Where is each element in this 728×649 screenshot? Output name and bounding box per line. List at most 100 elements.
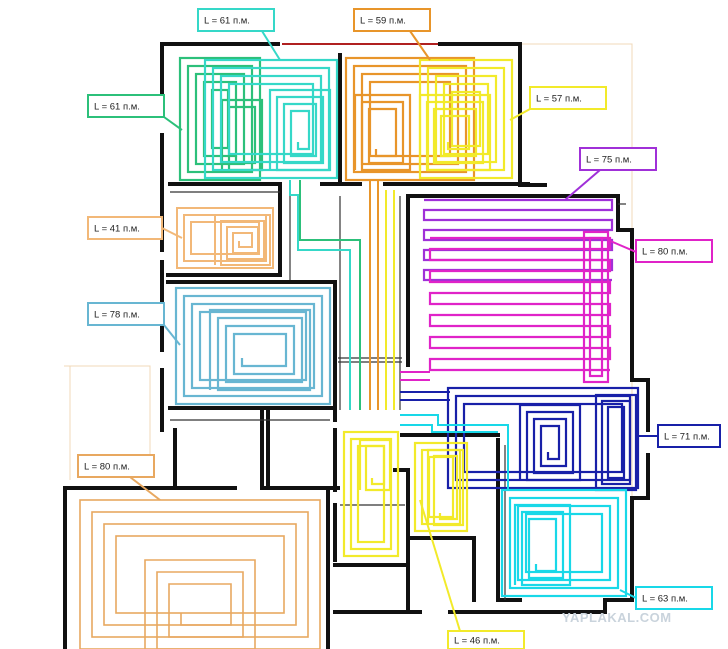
loop-length-label: L = 61 п.м. [94, 102, 140, 113]
callout-tan: L = 80 п.м. [77, 454, 161, 501]
loop-length-label: L = 61 п.м. [204, 16, 250, 27]
loop-pipe [446, 386, 640, 490]
callout-leader [419, 499, 461, 632]
loop-pipe [208, 308, 312, 392]
loop-teal [203, 58, 361, 410]
loop-pipe [194, 72, 246, 166]
loop-pipe [353, 93, 412, 172]
loop-pipe [203, 58, 339, 180]
callout-navy: L = 71 п.м. [638, 424, 721, 448]
callout-magenta: L = 80 п.м. [607, 239, 713, 263]
loop-pipe [115, 535, 285, 614]
loop-magenta [400, 230, 612, 384]
loop-pipe [358, 438, 392, 492]
loop-pipe [588, 236, 604, 378]
loop-pipe [418, 93, 492, 172]
callout-cyan: L = 63 п.м. [619, 586, 713, 610]
loop-length-label: L = 78 п.м. [94, 310, 140, 321]
callout-green: L = 61 п.м. [87, 94, 183, 131]
loop-pipe [198, 310, 308, 382]
loop-pipe [582, 230, 610, 384]
loop-pipe [103, 523, 297, 626]
loop-pipe [190, 302, 316, 390]
loop-pipe [508, 496, 620, 590]
loop-length-label: L = 57 п.м. [536, 94, 582, 105]
loop-length-label: L = 59 п.м. [360, 16, 406, 27]
feed-pipe [400, 424, 498, 433]
loop-pipe [344, 56, 476, 182]
callout-teal: L = 61 п.м. [197, 8, 281, 61]
callout-box [635, 239, 713, 263]
loop-pipe [462, 402, 624, 474]
callout-box [87, 216, 163, 240]
callout-box [77, 454, 155, 478]
callout-leader [409, 30, 431, 61]
loop-pipe [600, 399, 632, 486]
loop-length-label: L = 80 п.м. [84, 462, 130, 473]
loop-pipe [450, 90, 482, 148]
loop-length-label: L = 80 п.м. [642, 247, 688, 258]
loop-pipe [176, 207, 274, 269]
loop-pipe [513, 503, 572, 587]
loop-orange [344, 56, 476, 410]
loop-navy [400, 386, 640, 492]
callout-leader [163, 116, 183, 131]
loop-pipe [178, 56, 262, 182]
callout-box [657, 424, 721, 448]
callout-yellow: L = 57 п.м. [509, 86, 607, 121]
callout-leader [129, 476, 161, 501]
callout-orange: L = 59 п.м. [353, 8, 431, 61]
callout-box [529, 86, 607, 110]
loop-yellow2 [342, 430, 469, 558]
callout-blue: L = 78 п.м. [87, 302, 181, 346]
loop-pipe [182, 294, 324, 398]
feed-pipe [299, 180, 361, 410]
feed-pipe [289, 180, 351, 410]
callout-box [579, 147, 657, 171]
callout-box [87, 302, 165, 326]
loop-pipe [268, 88, 332, 172]
callout-box [353, 8, 431, 32]
callout-leader [619, 589, 637, 599]
loop-pipe [174, 286, 332, 406]
loop-pipe [500, 488, 628, 598]
loop-pipe [342, 430, 400, 558]
loop-pipe [413, 441, 469, 533]
loop-pipe [79, 499, 321, 649]
callout-leader [163, 324, 181, 346]
heating-loops [79, 56, 640, 649]
loop-length-label: L = 75 п.м. [586, 155, 632, 166]
loop-callouts: L = 61 п.м. L = 61 п.м. L = 59 п.м. L = 57 … [77, 8, 721, 649]
feed-pipe [400, 414, 509, 490]
loop-pipe [214, 214, 271, 266]
callout-leader [261, 30, 281, 61]
loop-pipe [606, 405, 626, 480]
callout-box [635, 586, 713, 610]
loop-peach [176, 207, 274, 269]
loop-length-label: L = 41 п.м. [94, 224, 140, 235]
loop-pipe [426, 448, 465, 527]
callout-peach: L = 41 п.м. [87, 216, 183, 240]
watermark-text: YAPLAKAL.COM [562, 610, 672, 625]
loop-cyan [400, 414, 628, 598]
callout-leader [509, 108, 531, 121]
callout-leader [161, 227, 183, 239]
walls [63, 42, 650, 649]
loop-pipe [518, 403, 582, 482]
loop-pipe [442, 82, 490, 156]
loop-length-label: L = 71 п.м. [664, 432, 710, 443]
loop-blue [174, 286, 332, 406]
callout-yellow2: L = 46 п.м. [419, 499, 525, 649]
loop-length-label: L = 46 п.м. [454, 636, 500, 647]
loop-pipe [428, 236, 612, 372]
callout-leader [564, 169, 601, 201]
callout-box [197, 8, 275, 32]
callout-box [87, 94, 165, 118]
callout-box [447, 630, 525, 649]
loop-pipe [144, 559, 256, 649]
background-lines [64, 43, 633, 600]
loop-length-label: L = 63 п.м. [642, 594, 688, 605]
loop-pipe [356, 444, 386, 544]
loop-tan [79, 499, 321, 649]
